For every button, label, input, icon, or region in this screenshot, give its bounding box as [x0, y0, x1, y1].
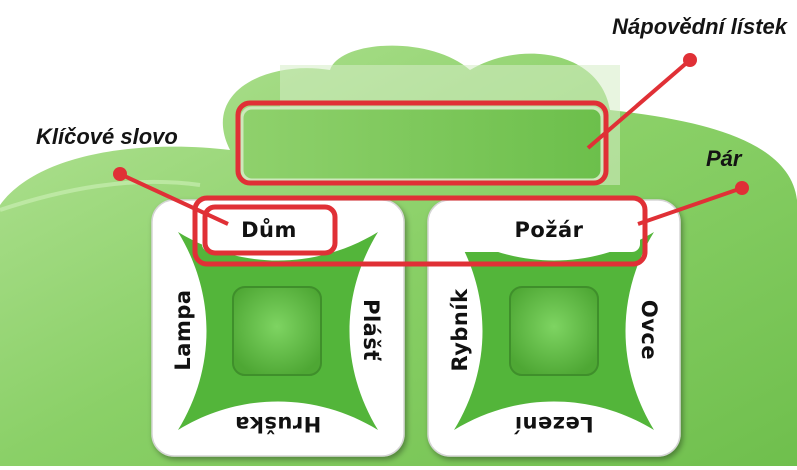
right-card-center-square — [509, 286, 599, 376]
right-top-plate — [448, 210, 640, 252]
callout-pair: Pár — [706, 146, 742, 171]
keyword-leader-line — [119, 172, 229, 226]
callout-hint-card: Nápovědní lístek — [612, 14, 787, 39]
left-card-right-word: Plášť — [359, 299, 383, 361]
callout-keyword: Klíčové slovo — [36, 124, 178, 149]
left-card-left-word: Lampa — [171, 289, 195, 371]
left-card-center-square — [232, 286, 322, 376]
right-card-top-word: Požár — [514, 218, 584, 242]
pair-leader-line — [637, 186, 743, 226]
right-card-left-word: Rybník — [448, 288, 472, 372]
pair-leader-dot — [735, 181, 749, 195]
right-card-bottom-word: Lezení — [514, 412, 594, 436]
left-card-bottom-word: Hruška — [234, 412, 322, 436]
pair-highlight-frame — [192, 195, 648, 267]
left-top-plate — [202, 210, 332, 252]
hint-leader-dot — [683, 53, 697, 67]
hint-card-highlight-frame — [235, 100, 609, 186]
keyword-highlight-frame — [202, 204, 338, 256]
keyword-leader-dot — [113, 167, 127, 181]
right-card-right-word: Ovce — [637, 299, 661, 361]
hint-leader-line — [586, 58, 692, 150]
hint-card — [240, 106, 604, 182]
left-card-top-word: Dům — [241, 218, 297, 242]
